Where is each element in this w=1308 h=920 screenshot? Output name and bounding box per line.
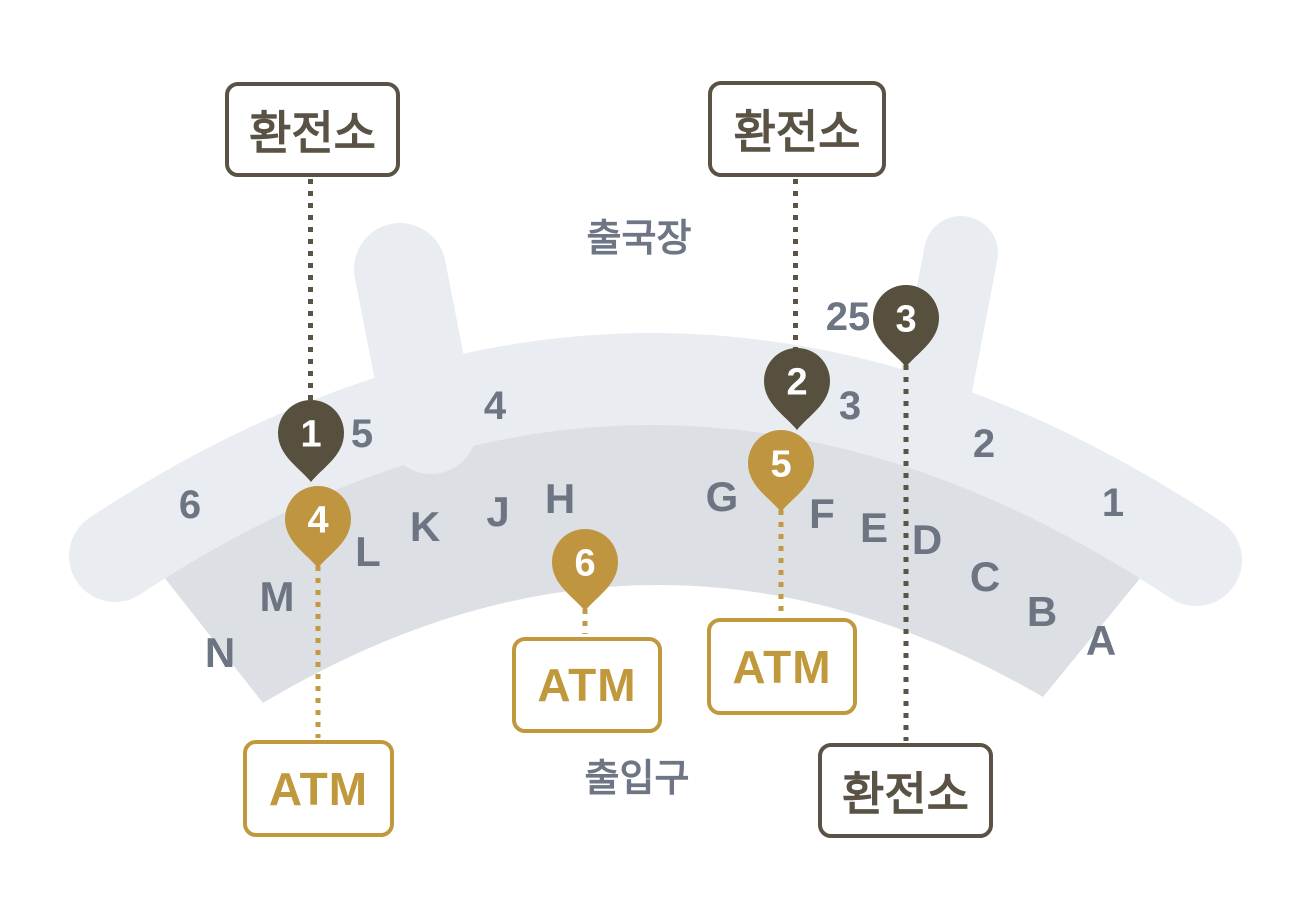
exchange-box-label: 환전소: [249, 106, 376, 159]
pin-shape: [285, 486, 351, 568]
exchange-box-top-right: 환전소: [708, 81, 886, 177]
counter-letter-k: K: [410, 503, 440, 550]
exchange-box-top-left: 환전소: [225, 82, 400, 177]
atm-box-right: ATM: [707, 618, 857, 715]
counter-letter-b: B: [1027, 588, 1057, 635]
pin-shape: [764, 348, 830, 430]
counter-letter-l: L: [355, 528, 381, 575]
gate-number-2: 2: [973, 422, 995, 466]
counter-letter-n: N: [205, 629, 235, 676]
pin-shape: [278, 400, 344, 482]
atm-box-label: ATM: [732, 640, 832, 693]
map-pin-2-exchange-icon: 2: [764, 348, 830, 430]
pin-number: 1: [300, 414, 321, 456]
map-pin-6-atm-icon: 6: [552, 529, 618, 611]
pin-shape: [748, 430, 814, 512]
atm-box-label: ATM: [537, 659, 637, 711]
counter-letter-d: D: [912, 516, 942, 563]
map-pin-5-atm-icon: 5: [748, 430, 814, 512]
counter-letter-a: A: [1086, 617, 1116, 664]
exchange-box-label: 환전소: [733, 106, 861, 158]
counter-letter-g: G: [706, 473, 739, 520]
counter-letter-m: M: [260, 573, 295, 620]
pin-number: 5: [770, 444, 791, 486]
exchange-box-label: 환전소: [842, 767, 969, 820]
pin-number: 3: [895, 299, 916, 341]
pin-number: 6: [574, 543, 595, 585]
gate-number-3: 3: [839, 384, 861, 428]
departure-hall-label: 출국장: [586, 218, 692, 260]
map-pin-4-atm-icon: 4: [285, 486, 351, 568]
atm-box-middle: ATM: [512, 637, 662, 733]
exchange-box-bottom: 환전소: [818, 743, 993, 838]
pin-number: 4: [307, 500, 328, 542]
pin-shape: [873, 285, 939, 367]
gate-number-1: 1: [1102, 481, 1124, 525]
counter-letter-j: J: [486, 488, 509, 535]
counter-letter-e: E: [860, 504, 888, 551]
pin-shape: [552, 529, 618, 611]
gate-number-6: 6: [179, 483, 201, 527]
terminal-band-upper: [69, 333, 1242, 606]
pin-number: 2: [786, 362, 807, 404]
counter-letter-f: F: [809, 490, 835, 537]
gate-number-5: 5: [351, 412, 373, 456]
map-pin-3-exchange-icon: 3: [873, 285, 939, 367]
counter-letter-c: C: [970, 553, 1000, 600]
map-pin-1-exchange-icon: 1: [278, 400, 344, 482]
gate-number-4: 4: [484, 384, 507, 428]
atm-box-label: ATM: [268, 762, 369, 815]
atm-box-left: ATM: [243, 740, 394, 837]
gate-number-25: 25: [826, 295, 871, 339]
entrance-label: 출입구: [584, 758, 690, 800]
counter-letter-h: H: [545, 475, 575, 522]
